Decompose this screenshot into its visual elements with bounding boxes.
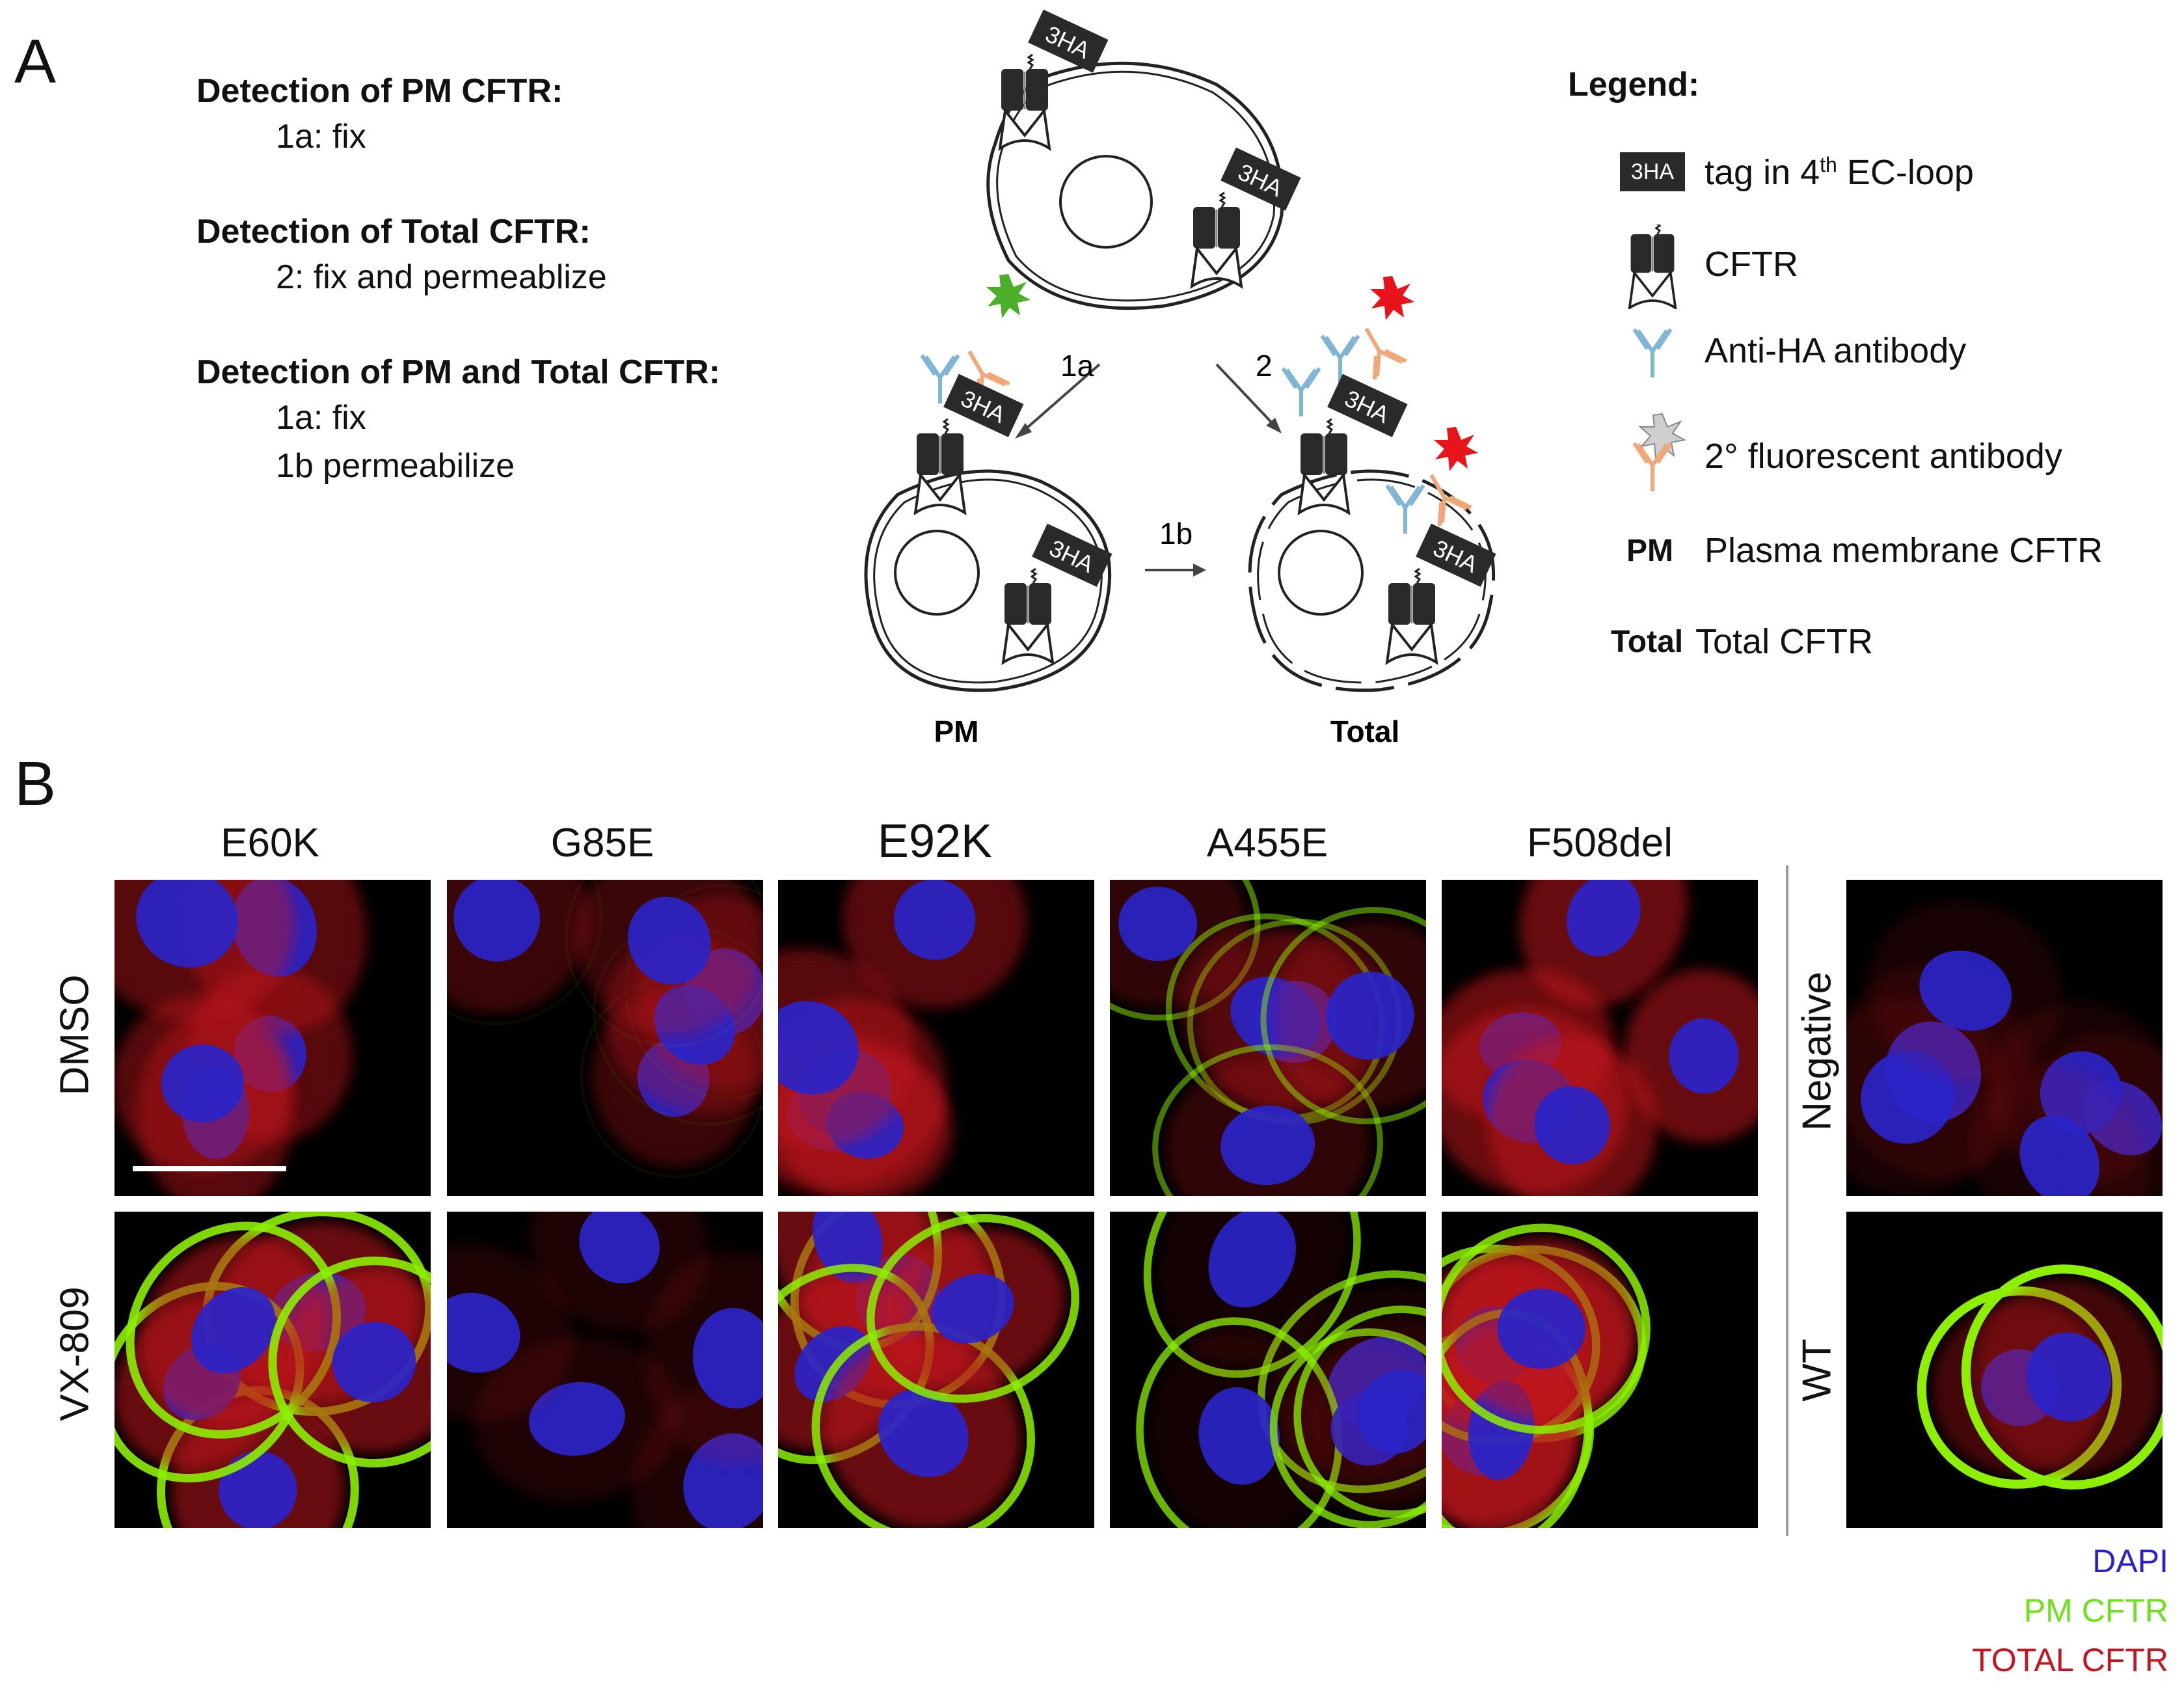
micrograph-e92k-vx809	[778, 1212, 1094, 1528]
col-head-a455e: A455E	[1206, 821, 1328, 865]
panel-b-letter: B	[14, 749, 57, 819]
legend-title: Legend:	[1568, 66, 1700, 103]
total-cell: 3HA 3HA	[1248, 368, 1496, 692]
pm-cell: 3HA 3HA	[864, 374, 1112, 692]
protocol-total: Detection of Total CFTR: 2: fix and perm…	[196, 212, 847, 353]
antibody-icon	[1620, 319, 1685, 384]
micrograph-f508del-dmso	[1442, 880, 1758, 1196]
micrograph-e60k-dmso	[115, 880, 431, 1196]
protocol-list: Detection of PM CFTR: 1a: fix Detection …	[196, 72, 847, 485]
legend-total-text: Total CFTR	[1695, 622, 1874, 661]
legend-item-tag: 3HA tag in 4th EC-loop	[1613, 150, 2134, 202]
micrograph-e92k-dmso	[778, 880, 1094, 1196]
control-divider	[1786, 865, 1788, 1536]
row-head-dmso: DMSO	[52, 974, 98, 1096]
micrograph-f508del-vx809	[1442, 1212, 1758, 1528]
protocol-pm-step-1: 1a: fix	[276, 118, 366, 156]
arrow-2-label: 2	[1256, 349, 1273, 383]
legend-antibody-text: Anti-HA antibody	[1705, 331, 1967, 370]
legend-item-cftr: CFTR	[1613, 225, 2134, 309]
pm-cell-label: PM	[934, 714, 979, 748]
channel-total-cftr: TOTAL CFTR	[1972, 1642, 2168, 1678]
legend-pm-abbr: PM	[1626, 534, 1673, 568]
arrow-1b-label: 1b	[1159, 517, 1193, 551]
row-head-vx809: VX-809	[52, 1286, 98, 1421]
protocol-both-title: Detection of PM and Total CFTR:	[196, 353, 720, 391]
micrograph-wt	[1846, 1212, 2163, 1528]
channel-dapi: DAPI	[2092, 1543, 2168, 1579]
scale-bar	[133, 1166, 286, 1171]
legend-item-pm: PM Plasma membrane CFTR	[1613, 530, 2184, 576]
control-head-negative: Negative	[1794, 972, 1840, 1131]
col-head-f508del: F508del	[1526, 821, 1673, 865]
top-cell: 3HA 3HA	[986, 9, 1301, 310]
micrograph-negative	[1846, 880, 2163, 1196]
total-cell-label: Total	[1330, 714, 1399, 748]
legend-total-abbr: Total	[1611, 625, 1684, 659]
protocol-both-step-2: 1b permeabilize	[276, 447, 515, 485]
arrow-1a-label: 1a	[1060, 349, 1094, 383]
legend-pm-text: Plasma membrane CFTR	[1705, 531, 2103, 570]
cftr-detection-diagram: 3HA 3HA 1a 2 3HA 3HA PM 1b 3HA 3HA	[864, 9, 1496, 748]
protocol-both-step-1: 1a: fix	[276, 399, 366, 437]
col-head-g85e: G85E	[550, 821, 654, 865]
legend-item-fluor: 2° fluorescent antibody	[1613, 397, 2134, 501]
legend-item-antibody: Anti-HA antibody	[1613, 319, 2134, 390]
channel-pm-cftr: PM CFTR	[2023, 1592, 2168, 1629]
legend-item-total: Total Total CFTR	[1611, 621, 2184, 667]
legend-fluor-text: 2° fluorescent antibody	[1705, 437, 2062, 476]
legend-tag-text-sup: th	[1820, 153, 1837, 176]
protocol-pm-title: Detection of PM CFTR:	[196, 72, 563, 110]
legend-cftr-text: CFTR	[1705, 245, 1798, 284]
micrograph-a455e-vx809	[1110, 1212, 1426, 1528]
protocol-pm: Detection of PM CFTR: 1a: fix	[196, 72, 847, 212]
legend-tag-text-post: EC-loop	[1837, 153, 1974, 192]
protocol-total-title: Detection of Total CFTR:	[196, 213, 591, 251]
control-head-wt: WT	[1794, 1339, 1840, 1402]
micrograph-g85e-vx809	[447, 1212, 763, 1528]
fluorescent-antibody-icon	[1620, 413, 1685, 495]
micrograph-e60k-vx809	[115, 1212, 431, 1528]
col-head-e92k: E92K	[877, 815, 993, 867]
legend-tag-text: tag in 4th EC-loop	[1705, 152, 1974, 193]
legend-tag-text-pre: tag in 4	[1705, 153, 1820, 192]
cftr-channel-icon	[1628, 225, 1677, 309]
3ha-tag-icon: 3HA	[1620, 152, 1685, 191]
micrograph-a455e-dmso	[1110, 880, 1426, 1196]
protocol-both: Detection of PM and Total CFTR: 1a: fix …	[196, 353, 847, 485]
panel-a-letter: A	[14, 27, 57, 96]
protocol-total-step-1: 2: fix and permeablize	[276, 258, 607, 296]
col-head-e60k: E60K	[221, 821, 319, 865]
micrograph-g85e-dmso	[447, 880, 763, 1196]
